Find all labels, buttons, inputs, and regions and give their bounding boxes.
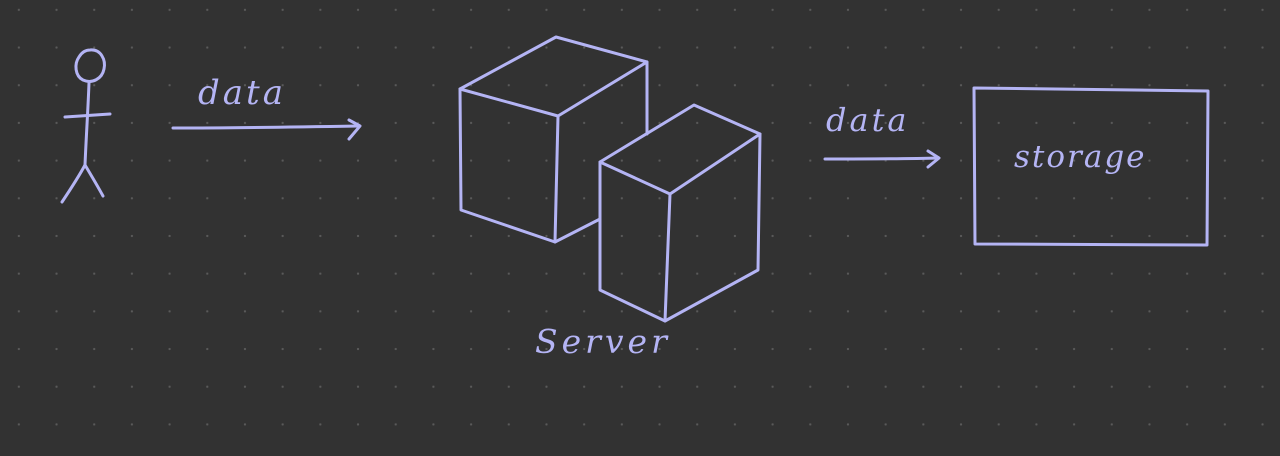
server-label: Server [535, 322, 671, 361]
storage-label: storage [1014, 139, 1147, 175]
stick-figure-icon [60, 48, 112, 204]
edge-label-server-storage: data [826, 101, 910, 139]
edge-label-user-server: data [198, 73, 286, 113]
storage-box [972, 86, 1210, 247]
arrow-server-to-storage [823, 149, 941, 169]
arrow-user-to-server [171, 118, 362, 141]
server-cubes-icon [458, 35, 762, 323]
